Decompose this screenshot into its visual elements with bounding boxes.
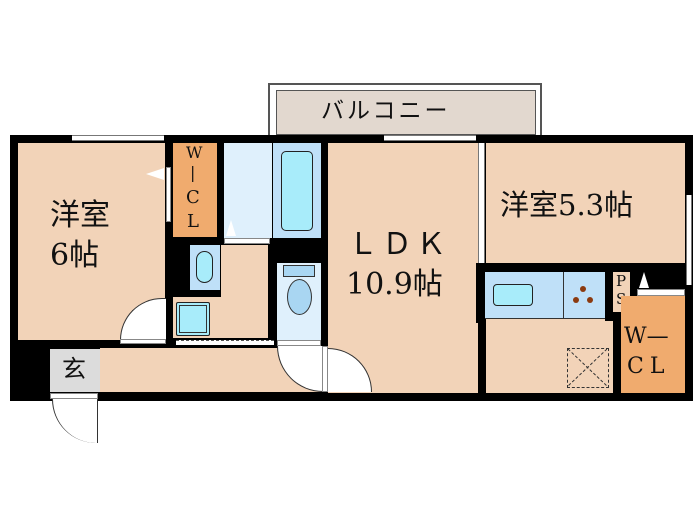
- wic-left-char-w: W: [186, 143, 203, 162]
- ldk-door-frame: [322, 346, 328, 392]
- balcony: バルコニー: [276, 90, 536, 135]
- wic-right-line2: CL: [627, 354, 671, 379]
- bath: [273, 143, 321, 238]
- entrance-label: 玄: [62, 355, 86, 383]
- kitchen-wall-left: [476, 263, 485, 323]
- entrance: 玄: [50, 349, 100, 392]
- washing-machine-icon: [176, 302, 210, 336]
- western-room-2: 洋室5.3帖: [486, 143, 685, 263]
- stove-burner-icon: [587, 297, 593, 303]
- wic-left-char-l: L: [187, 211, 199, 232]
- washbasin-icon: [196, 251, 213, 283]
- toilet-door[interactable]: [277, 340, 321, 346]
- stove-burner-icon: [580, 286, 586, 292]
- walk-in-closet-left: W | C L: [173, 143, 217, 237]
- ps-label-p: P: [616, 272, 627, 290]
- door-swing-marker-icon: [146, 168, 164, 180]
- kitchen-sink-icon: [493, 284, 533, 306]
- balcony-label: バルコニー: [321, 98, 451, 124]
- ldk-size: 10.9帖: [346, 267, 443, 302]
- ldk: ＬＤＫ 10.9帖: [328, 143, 478, 393]
- western-room-2-name: 洋室5.3帖: [500, 188, 634, 222]
- utility-sliding-door[interactable]: [176, 340, 274, 345]
- door-swing-marker-icon: [639, 272, 649, 288]
- wic-right-door[interactable]: [637, 289, 685, 296]
- ceiling-vent-icon: [567, 348, 609, 388]
- bathtub-icon: [281, 151, 313, 231]
- window-ldk: [384, 135, 476, 141]
- window-room-1: [72, 135, 164, 141]
- wic-left-char-c: C: [186, 187, 200, 208]
- ldk-name: ＬＤＫ: [348, 227, 450, 262]
- toilet-tank-icon: [283, 265, 315, 277]
- wic-right-wall: [613, 312, 621, 393]
- toilet-bowl-icon: [287, 279, 312, 315]
- wic-left-door[interactable]: [166, 167, 171, 222]
- room-2-sliding-door[interactable]: [478, 143, 485, 265]
- western-room-1-size: 6帖: [50, 238, 100, 273]
- door-swing-marker-icon: [226, 220, 236, 236]
- wic-right-line1: W—: [624, 324, 669, 349]
- entrance-door[interactable]: [52, 399, 98, 443]
- bath-door[interactable]: [224, 238, 270, 244]
- walk-in-closet-right: W— CL: [621, 296, 685, 393]
- kitchen-counter: [485, 272, 607, 319]
- kitchen-wall: [476, 263, 636, 273]
- stove-burner-icon: [573, 297, 579, 303]
- washbasin-area: [190, 245, 220, 290]
- room-1-door-frame: [120, 339, 166, 344]
- toilet-room: [277, 263, 321, 340]
- wic-left-char-bar: |: [190, 163, 196, 182]
- window-room-2: [686, 195, 692, 285]
- western-room-1-name: 洋室: [50, 198, 110, 233]
- counter-divider: [563, 272, 564, 319]
